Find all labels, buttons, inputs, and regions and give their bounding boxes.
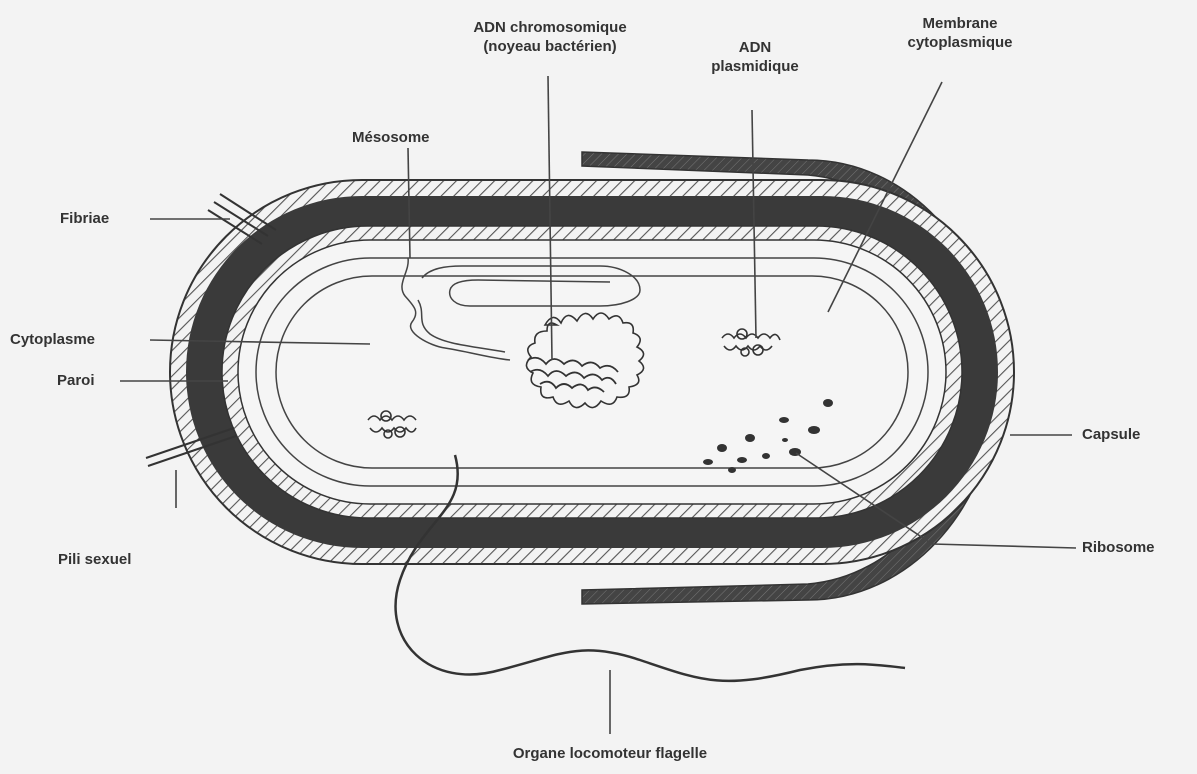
label-adn-chromosomique: ADN chromosomique (noyeau bactérien)	[420, 18, 680, 56]
label-adn-plasmidique: ADN plasmidique	[700, 38, 810, 76]
label-membrane-cytoplasmique: Membrane cytoplasmique	[880, 14, 1040, 52]
label-mesosome: Mésosome	[352, 128, 430, 147]
label-membrane-line2: cytoplasmique	[880, 33, 1040, 52]
label-fibriae: Fibriae	[60, 209, 109, 228]
label-capsule: Capsule	[1082, 425, 1140, 444]
label-adn-chromosomique-line2: (noyeau bactérien)	[420, 37, 680, 56]
label-adn-plasmidique-line1: ADN	[700, 38, 810, 57]
label-ribosome: Ribosome	[1082, 538, 1155, 557]
label-membrane-line1: Membrane	[880, 14, 1040, 33]
label-cytoplasme: Cytoplasme	[10, 330, 95, 349]
label-paroi: Paroi	[57, 371, 95, 390]
label-flagelle: Organe locomoteur flagelle	[440, 744, 780, 763]
label-adn-plasmidique-line2: plasmidique	[700, 57, 810, 76]
label-adn-chromosomique-line1: ADN chromosomique	[420, 18, 680, 37]
label-pili-sexuel: Pili sexuel	[58, 550, 131, 569]
